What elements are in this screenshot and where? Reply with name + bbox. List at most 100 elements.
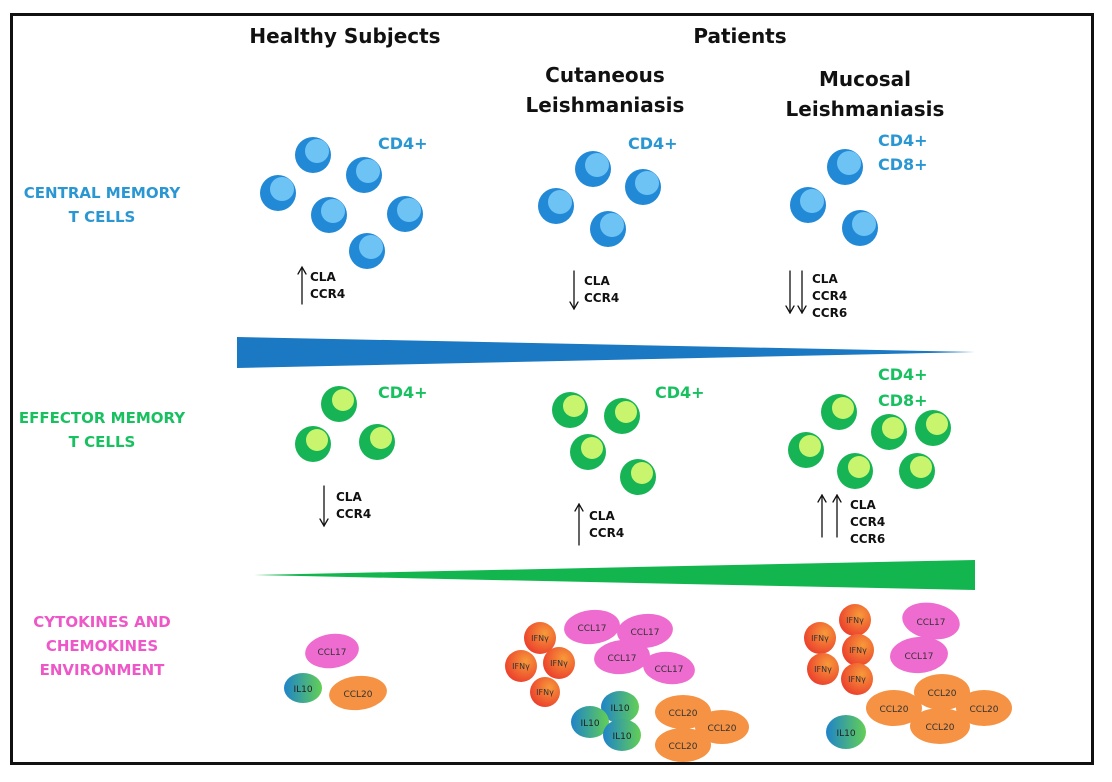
effector-memory-cell [899,453,935,489]
ccl20-chemokine: CCL20 [914,674,970,710]
ccl17-chemokine: CCL17 [890,636,948,674]
svg-text:CCL17: CCL17 [577,624,606,634]
il10-cytokine: IL10 [601,691,639,723]
row-label-effector-memory: EFFECTOR MEMORY T CELLS [18,409,186,451]
up-arrow-icon [574,502,584,546]
ccl20-chemokine: CCL20 [655,695,711,729]
effector-memory-cell [321,386,357,422]
svg-text:IL10: IL10 [612,732,631,742]
svg-text:IFNγ: IFNγ [846,616,864,625]
effector-memory-cell [620,459,656,495]
cd8-label-central-mucosal: CD8+ [878,155,928,174]
ccl20-chemokine: CCL20 [329,675,387,711]
ccl17-chemokine: CCL17 [902,602,960,640]
row-label-cytokines-environment: CYTOKINES AND CHEMOKINES ENVIRONMENT [33,613,171,679]
effector-memory-cell [821,394,857,430]
central-memory-cell [538,188,574,224]
svg-text:IFNγ: IFNγ [550,659,568,668]
svg-text:CCL20: CCL20 [668,742,697,752]
environment-healthy: CCL17 IL10 CCL20 [284,633,387,711]
svg-text:IFNγ: IFNγ [531,634,549,643]
markers-central-cutaneous: CLA CCR4 [584,274,620,305]
central-memory-decreasing-wedge [237,337,975,368]
il10-cytokine: IL10 [826,715,866,749]
markers-central-healthy: CLA CCR4 [310,270,346,301]
effector-memory-cell [788,432,824,468]
ccl17-chemokine: CCL17 [594,639,650,675]
svg-text:IFNγ: IFNγ [848,675,866,684]
environment-cutaneous: CCL17 CCL17 CCL17 CCL17 IFNγ IFNγ IFNγ I… [505,609,749,762]
central-cells-mucosal [790,149,878,246]
svg-text:CCL20: CCL20 [925,723,954,733]
markers-effector-cutaneous: CLA CCR4 [589,509,625,540]
central-cells-healthy [260,137,423,269]
ccl17-chemokine: CCL17 [643,651,695,685]
central-memory-cell [790,187,826,223]
header-healthy-subjects: Healthy Subjects [249,24,441,48]
effector-memory-cell [295,426,331,462]
cd4-label-central-healthy: CD4+ [378,134,428,153]
ifng-cytokine: IFNγ [839,604,871,636]
header-patients: Patients [693,24,787,48]
svg-text:CCL17: CCL17 [904,652,933,662]
effector-memory-cell [552,392,588,428]
central-memory-cell [575,151,611,187]
central-memory-cell [346,157,382,193]
effector-memory-increasing-wedge [252,560,975,590]
svg-text:IFNγ: IFNγ [814,665,832,674]
ccl20-chemokine: CCL20 [655,728,711,762]
ccl20-chemokine: CCL20 [956,690,1012,726]
environment-mucosal: IFNγ IFNγ IFNγ IFNγ IFNγ CCL17 CCL17 CCL… [804,602,1012,749]
svg-text:CCL17: CCL17 [654,665,683,675]
svg-text:IFNγ: IFNγ [811,634,829,643]
central-memory-cell [387,196,423,232]
cd4-label-effector-mucosal: CD4+ [878,365,928,384]
cd4-label-effector-healthy: CD4+ [378,383,428,402]
down-arrow-icon [569,270,579,311]
svg-text:CCL20: CCL20 [927,689,956,699]
central-memory-cell [827,149,863,185]
central-memory-cell [590,211,626,247]
ccl20-chemokine: CCL20 [695,710,749,744]
ifng-cytokine: IFNγ [530,677,560,707]
central-memory-cell [625,169,661,205]
up-arrow-icon [297,265,307,305]
svg-text:IL10: IL10 [836,729,855,739]
double-down-arrow-icon [785,270,807,315]
il10-cytokine: IL10 [284,673,322,703]
row-label-central-memory: CENTRAL MEMORY T CELLS [23,184,181,226]
ifng-cytokine: IFNγ [841,663,873,695]
markers-effector-healthy: CLA CCR4 [336,490,372,521]
ifng-cytokine: IFNγ [524,622,556,654]
cd8-label-effector-mucosal: CD8+ [878,391,928,410]
central-memory-cell [311,197,347,233]
header-mucosal-leishmaniasis: Mucosal Leishmaniasis [785,67,945,121]
ifng-cytokine: IFNγ [807,653,839,685]
central-memory-cell [842,210,878,246]
il10-cytokine: IL10 [603,719,641,751]
svg-text:IL10: IL10 [610,704,629,714]
ifng-cytokine: IFNγ [505,650,537,682]
svg-text:CCL17: CCL17 [317,648,346,658]
effector-cells-cutaneous [552,392,656,495]
ccl20-chemokine: CCL20 [910,708,970,744]
central-memory-cell [295,137,331,173]
ccl17-chemokine: CCL17 [564,609,620,645]
svg-text:CCL17: CCL17 [916,618,945,628]
effector-memory-cell [359,424,395,460]
cd4-label-central-mucosal: CD4+ [878,131,928,150]
effector-memory-cell [604,398,640,434]
effector-cells-mucosal [788,394,951,489]
ifng-cytokine: IFNγ [804,622,836,654]
il10-cytokine: IL10 [571,706,609,738]
markers-effector-mucosal: CLA CCR4 CCR6 [850,498,886,546]
svg-text:CCL20: CCL20 [707,724,736,734]
svg-text:CCL20: CCL20 [343,690,372,700]
svg-text:IFNγ: IFNγ [536,688,554,697]
effector-memory-cell [915,410,951,446]
svg-text:CCL17: CCL17 [607,654,636,664]
svg-text:IL10: IL10 [580,719,599,729]
double-up-arrow-icon [817,493,842,538]
effector-memory-cell [570,434,606,470]
ccl17-chemokine: CCL17 [617,613,673,649]
